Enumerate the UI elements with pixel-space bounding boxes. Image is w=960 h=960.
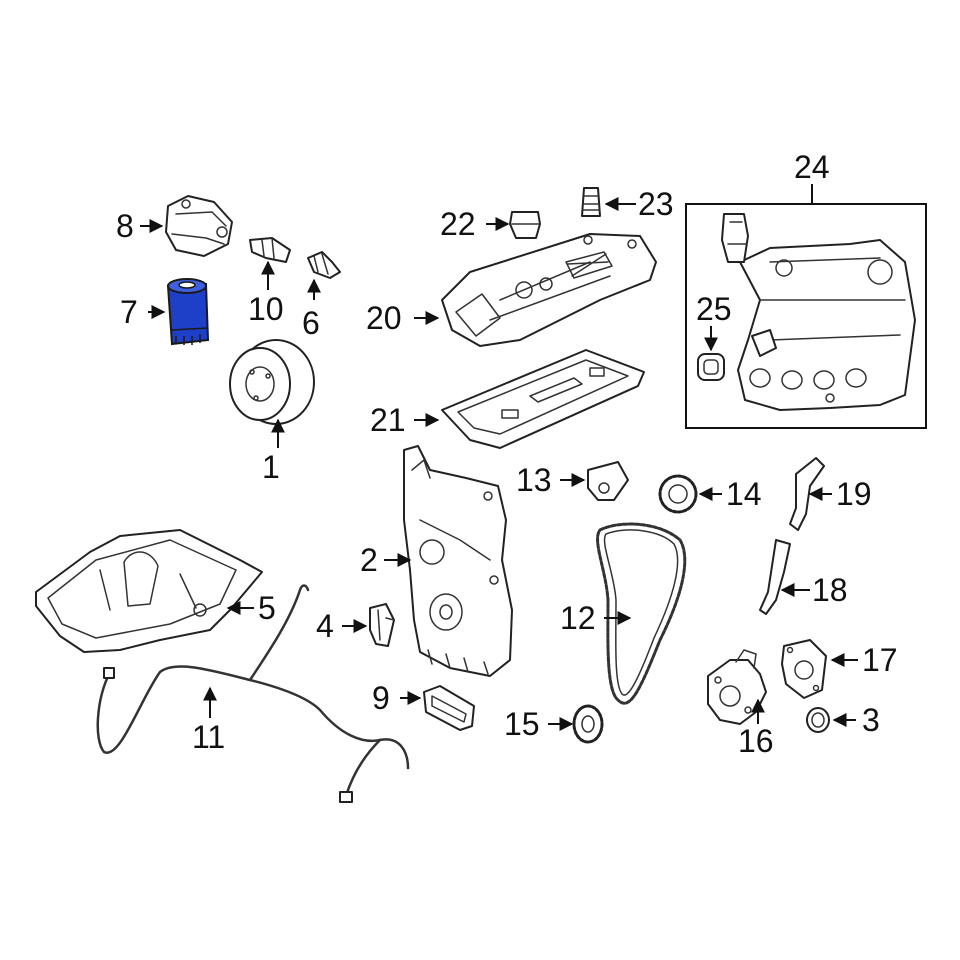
callout-11: 11 (192, 719, 225, 755)
intake-manifold-group[interactable] (685, 184, 927, 429)
callout-1: 1 (262, 449, 280, 485)
callout-3: 3 (862, 702, 880, 738)
oil-cap-22[interactable] (486, 211, 541, 239)
gasket-25[interactable] (697, 353, 725, 381)
valve-cover-20[interactable] (414, 233, 657, 347)
callout-9: 9 (372, 680, 390, 716)
callout-24: 24 (794, 149, 830, 185)
gasket-9[interactable] (400, 685, 475, 731)
callout-23: 23 (638, 186, 674, 222)
callout-20: 20 (366, 300, 402, 336)
valve-cover-gasket-21[interactable] (414, 349, 645, 449)
callout-16: 16 (738, 723, 774, 759)
callout-labels: 1 2 3 4 5 6 7 8 9 10 11 12 13 14 15 16 1… (116, 149, 898, 759)
sensor-6[interactable] (307, 251, 341, 300)
callout-5: 5 (258, 590, 276, 626)
oil-pump-16[interactable] (707, 649, 767, 725)
callout-6: 6 (302, 305, 320, 341)
oil-pan-5[interactable] (35, 529, 263, 653)
sprocket-14[interactable] (658, 474, 722, 514)
tensioner-13[interactable] (560, 461, 629, 501)
callout-13: 13 (516, 462, 552, 498)
callout-18: 18 (812, 572, 848, 608)
callout-4: 4 (316, 608, 334, 644)
callout-21: 21 (370, 402, 406, 438)
timing-cover-2[interactable] (384, 445, 513, 677)
callout-7: 7 (120, 294, 138, 330)
part-8[interactable] (140, 195, 233, 257)
timing-chain-12[interactable] (596, 522, 687, 705)
callout-8: 8 (116, 208, 134, 244)
wire-harness-11[interactable] (96, 584, 410, 803)
callout-10: 10 (248, 291, 284, 327)
callout-14: 14 (726, 476, 762, 512)
pulley-1[interactable] (229, 339, 315, 448)
callout-25: 25 (696, 291, 732, 327)
plate-17[interactable] (781, 639, 858, 699)
crank-sprocket-15[interactable] (548, 704, 604, 744)
callout-15: 15 (504, 706, 540, 742)
callout-12: 12 (560, 600, 596, 636)
callout-22: 22 (440, 206, 476, 242)
sensor-4[interactable] (342, 603, 395, 647)
part-19[interactable] (789, 457, 832, 531)
oil-filter-7[interactable] (148, 278, 210, 346)
callout-2: 2 (360, 542, 378, 578)
callout-17: 17 (862, 642, 898, 678)
callout-19: 19 (836, 476, 872, 512)
tube-18[interactable] (759, 539, 810, 615)
oring-3[interactable] (806, 707, 856, 733)
part-23[interactable] (581, 187, 636, 217)
sensor-10[interactable] (249, 237, 291, 290)
